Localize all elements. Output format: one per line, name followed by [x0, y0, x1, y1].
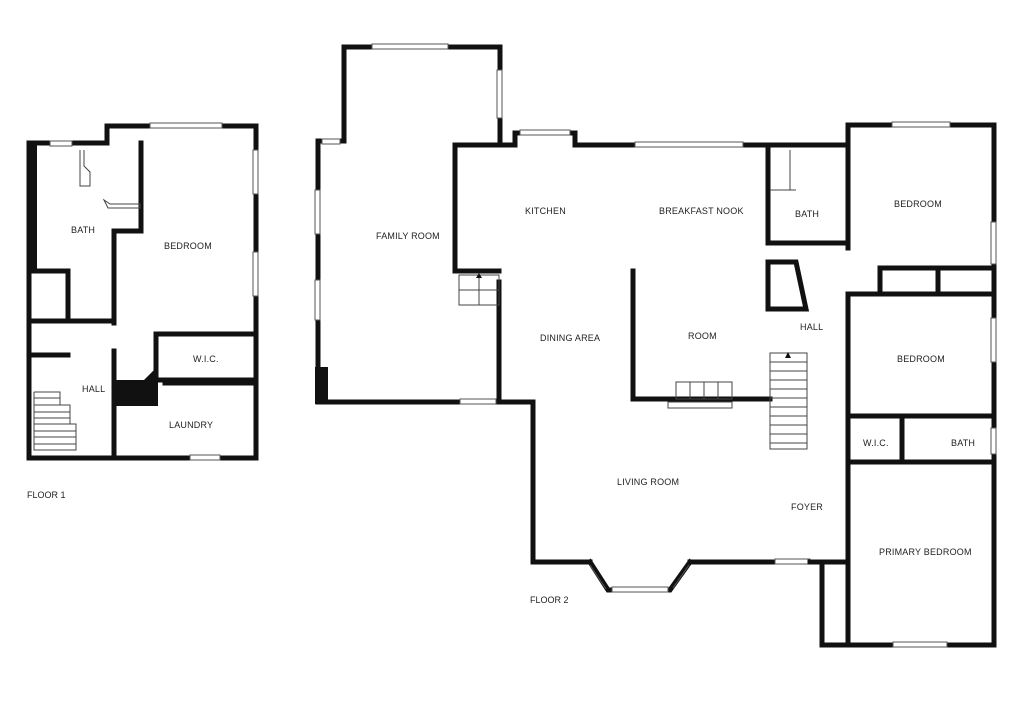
living-room-label: LIVING ROOM — [617, 477, 679, 487]
floor-2-wic-label: W.I.C. — [863, 438, 889, 448]
floor-1-bedroom-label: BEDROOM — [164, 241, 212, 251]
floor-2-bath-lower-label: BATH — [951, 438, 975, 448]
bedroom-middle-label: BEDROOM — [897, 354, 945, 364]
floor-2-main-stairs — [769, 352, 808, 450]
floor-1-stairs — [33, 391, 77, 451]
foyer-label: FOYER — [791, 502, 823, 512]
floor-1-wic-label: W.I.C. — [193, 354, 219, 364]
floor-2-bath-upper-label: BATH — [795, 209, 819, 219]
floor-1-plan — [26, 122, 259, 461]
floor-2-plan — [314, 43, 997, 648]
floor-1-title: FLOOR 1 — [27, 490, 66, 500]
floor-1-hall-label: HALL — [82, 384, 105, 394]
family-room-label: FAMILY ROOM — [376, 231, 440, 241]
floor-2-hall-label: HALL — [800, 322, 823, 332]
primary-bedroom-label: PRIMARY BEDROOM — [879, 547, 972, 557]
breakfast-nook-label: BREAKFAST NOOK — [659, 206, 744, 216]
floor-2-small-stairs — [458, 273, 500, 306]
floor-1-bath-label: BATH — [71, 225, 95, 235]
kitchen-label: KITCHEN — [525, 206, 566, 216]
bedroom-upper-label: BEDROOM — [894, 199, 942, 209]
floor-2-title: FLOOR 2 — [530, 595, 569, 605]
room-label: ROOM — [688, 331, 717, 341]
room-labels: BATH BEDROOM W.I.C. HALL LAUNDRY FLOOR 1… — [27, 199, 975, 605]
floor-1-laundry-label: LAUNDRY — [169, 420, 213, 430]
dining-area-label: DINING AREA — [540, 333, 600, 343]
